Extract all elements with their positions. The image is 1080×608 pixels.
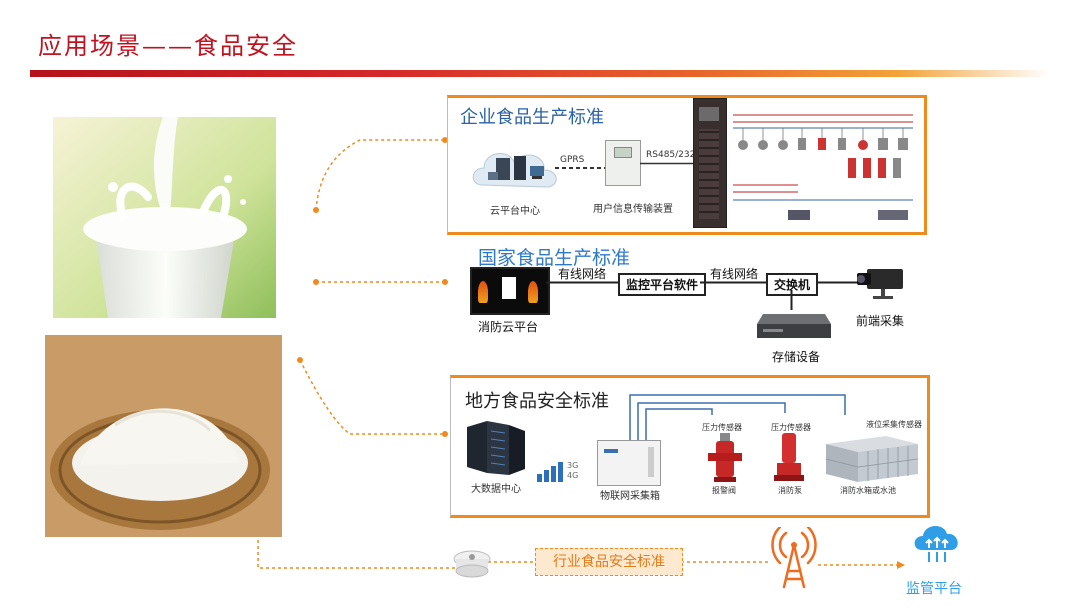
front-end-label: 前端采集	[856, 314, 905, 328]
iot-box-label: 物联网采集箱	[600, 491, 660, 502]
industry-standard-box: 行业食品安全标准	[535, 548, 683, 576]
monitor-software-box: 监控平台软件	[618, 273, 707, 296]
signal-tower-icon	[770, 525, 818, 593]
cloud-center-label: 云平台中心	[490, 206, 540, 217]
local-title: 地方食品安全标准	[465, 391, 609, 412]
bigdata-label: 大数据中心	[471, 484, 521, 495]
wired-network-label-2: 有线网络	[710, 267, 759, 281]
smoke-detector-icon	[452, 545, 492, 585]
fire-system-wiring-diagram	[733, 114, 913, 220]
transmission-device-icon	[605, 140, 641, 186]
alarm-valve-label: 报警阀	[712, 486, 736, 495]
pressure-sensor-label-1: 压力传感器	[702, 423, 742, 432]
transmission-device-label: 用户信息传输装置	[593, 204, 673, 215]
water-tank-label: 消防水箱或水池	[840, 486, 896, 495]
cloud-center-icon	[470, 140, 560, 199]
switch-box: 交换机	[766, 273, 819, 296]
storage-label: 存储设备	[772, 350, 821, 364]
iot-box-icon	[597, 440, 661, 486]
bigdata-server-icon	[463, 417, 529, 481]
fire-pump-icon	[774, 433, 804, 487]
level-sensor-label: 液位采集传感器	[866, 420, 922, 429]
enterprise-title: 企业食品生产标准	[460, 107, 604, 128]
water-tank-icon	[825, 430, 919, 488]
platform-label: 监管平台	[906, 581, 962, 597]
pressure-sensor-label-2: 压力传感器	[771, 423, 811, 432]
signal-3g-label: 3G	[567, 461, 579, 470]
link-switch-to-camera	[818, 281, 858, 284]
alarm-valve-icon	[706, 433, 744, 487]
signal-bars-icon	[537, 458, 569, 486]
gprs-link	[555, 167, 610, 169]
cloud-upload-icon	[912, 520, 962, 568]
page-title: 应用场景——食品安全	[38, 32, 298, 60]
fire-cloud-screen-icon	[470, 267, 550, 315]
signal-4g-label: 4G	[567, 471, 579, 480]
fire-pump-label: 消防泵	[778, 486, 802, 495]
milk-photo	[53, 117, 276, 318]
rice-photo	[45, 335, 282, 537]
fire-cloud-label: 消防云平台	[478, 320, 539, 334]
national-title: 国家食品生产标准	[478, 247, 631, 269]
title-underline	[30, 70, 1050, 77]
link-software-to-switch	[700, 281, 766, 284]
wired-network-label-1: 有线网络	[558, 267, 607, 281]
storage-device-icon	[757, 306, 831, 344]
link-switch-to-storage	[790, 290, 793, 310]
gprs-label: GPRS	[560, 155, 585, 165]
rs485-label: RS485/232	[646, 150, 696, 160]
camera-icon	[855, 265, 907, 305]
rs485-link	[640, 162, 695, 165]
fire-control-cabinet-icon	[693, 98, 727, 228]
local-section-frame	[450, 375, 930, 518]
link-cloud-to-software	[546, 281, 620, 284]
sensor-wiring	[629, 394, 846, 440]
enterprise-section-frame	[447, 95, 927, 235]
